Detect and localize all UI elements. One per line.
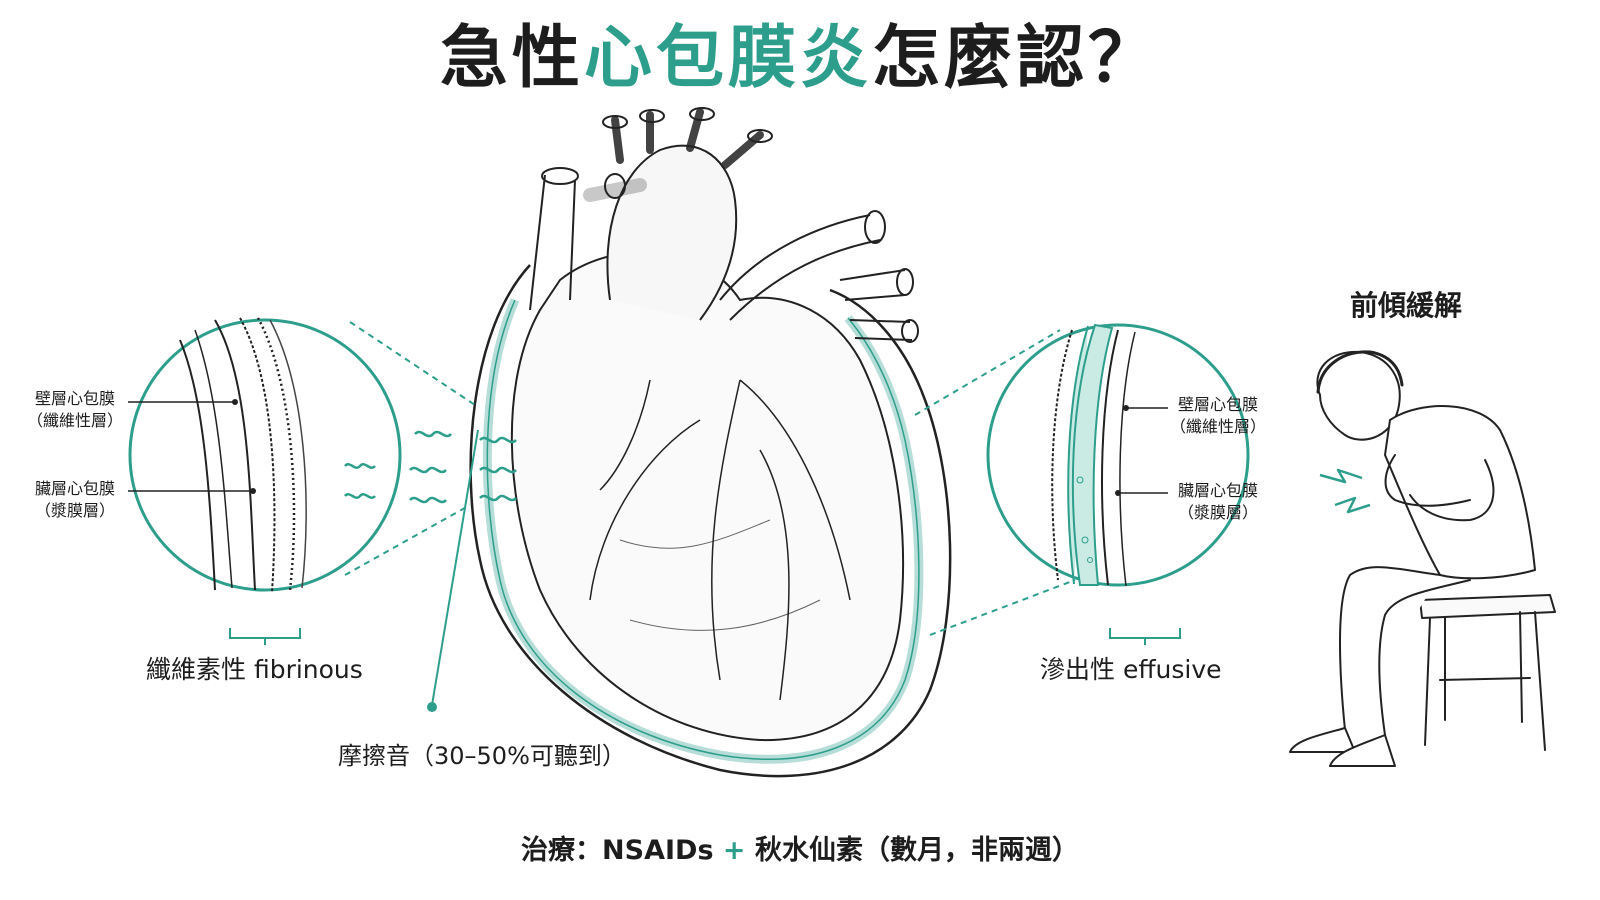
stool xyxy=(1419,594,1556,619)
right-parietal-sub: （纖維性層） xyxy=(1169,416,1266,436)
chest-pain-bolt-icon xyxy=(1319,468,1371,514)
vena-cava xyxy=(529,174,576,311)
right-visceral-label: 臟層心包膜 （漿膜層） xyxy=(1168,480,1268,523)
effusive-zoom-circle xyxy=(914,323,1250,645)
pulmonary-artery xyxy=(719,214,881,321)
lean-forward-label: 前傾緩解 xyxy=(1350,289,1463,322)
left-visceral-sub: （漿膜層） xyxy=(34,500,115,520)
left-visceral-label: 臟層心包膜 （漿膜層） xyxy=(26,478,124,521)
right-parietal-text: 壁層心包膜 xyxy=(1177,395,1258,414)
right-parietal-label: 壁層心包膜 （纖維性層） xyxy=(1168,394,1268,437)
friction-pointer-dot xyxy=(427,702,437,712)
page-title: 急性心包膜炎怎麼認？ xyxy=(0,18,1600,100)
treatment-footer: 治療：NSAIDs + 秋水仙素（數月，非兩週） xyxy=(0,828,1600,867)
right-visceral-text: 臟層心包膜 xyxy=(1177,481,1258,500)
friction-pointer xyxy=(431,429,479,706)
pericardial-sac xyxy=(469,264,952,778)
aorta xyxy=(606,144,738,321)
friction-rub-caption: 摩擦音（30–50%可聽到） xyxy=(338,742,626,770)
footer-prefix: 治療：NSAIDs xyxy=(521,835,714,866)
title-accent: 心包膜炎 xyxy=(583,19,872,98)
title-part2: 怎麼認？ xyxy=(872,19,1161,98)
right-visceral-sub: （漿膜層） xyxy=(1177,502,1258,522)
left-visceral-text: 臟層心包膜 xyxy=(34,479,115,498)
title-part1: 急性 xyxy=(439,19,584,98)
footer-suffix: 秋水仙素（數月，非兩週） xyxy=(754,835,1079,866)
friction-waves xyxy=(344,430,517,504)
fibrinous-zoom-circle xyxy=(128,317,476,645)
effusive-caption: 滲出性 effusive xyxy=(1040,655,1222,684)
heart-body xyxy=(510,251,904,742)
leaning-forward-person xyxy=(1289,350,1556,767)
left-parietal-text: 壁層心包膜 xyxy=(34,389,115,408)
fibrinous-caption: 纖維素性 fibrinous xyxy=(146,655,363,684)
heart-illustration xyxy=(469,107,952,778)
left-parietal-label: 壁層心包膜 （纖維性層） xyxy=(26,388,124,431)
left-parietal-sub: （纖維性層） xyxy=(26,410,123,430)
coronary-vessels xyxy=(589,379,851,701)
footer-plus: + xyxy=(722,835,746,866)
